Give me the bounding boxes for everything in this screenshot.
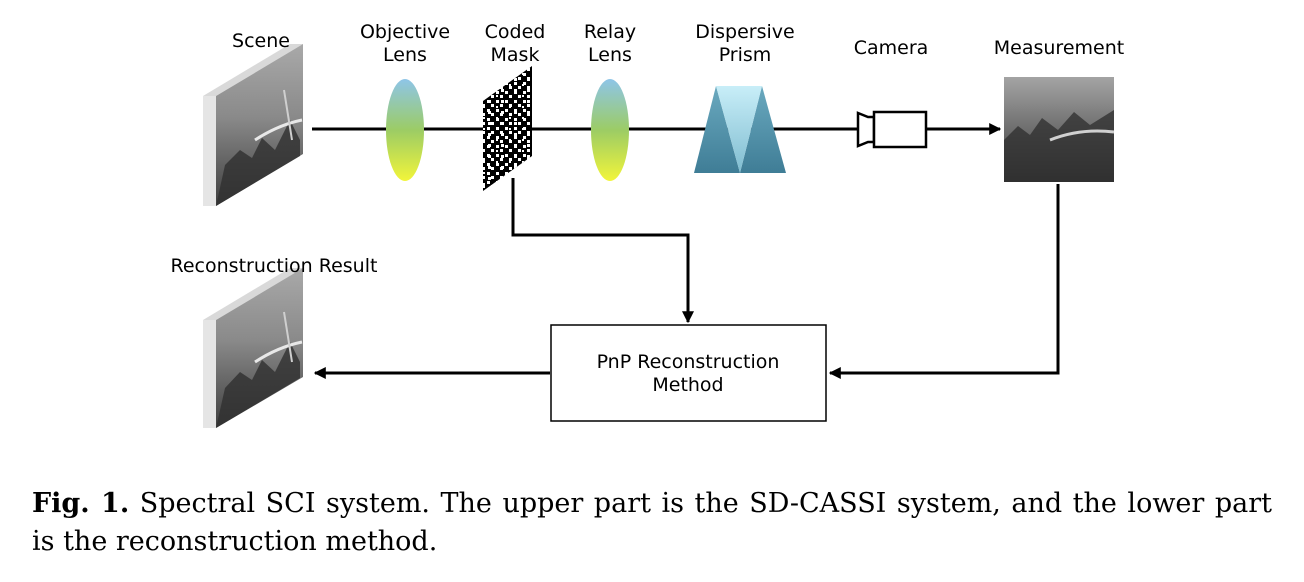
measurement-to-pnp-connector: [828, 184, 1060, 379]
measurement-image: [1004, 77, 1115, 182]
figure-caption: Fig. 1. Spectral SCI system. The upper p…: [32, 485, 1272, 561]
figure-number: Fig. 1.: [32, 488, 130, 519]
objective-lens-label-line-2: Lens: [383, 44, 427, 66]
mask-to-pnp-connector: [511, 178, 694, 324]
reconstruction-result-label: Reconstruction Result: [171, 255, 378, 277]
pnp-label-line-2: Method: [652, 374, 723, 396]
coded-mask-label-line-1: Coded: [485, 21, 546, 43]
caption-text: Spectral SCI system. The upper part is t…: [32, 488, 1272, 557]
relay-lens-label-line-1: Relay: [584, 21, 636, 43]
measurement-label: Measurement: [994, 37, 1124, 59]
coded-mask-label-line-2: Mask: [491, 44, 540, 66]
reconstruction-result-image: [203, 268, 303, 428]
scene-label: Scene: [232, 30, 290, 52]
scene-image: [203, 44, 303, 206]
objective-lens-label-line-1: Objective: [360, 21, 450, 43]
coded-mask: [483, 66, 532, 191]
dispersive-prism: [694, 86, 786, 173]
pnp-reconstruction-box: [550, 324, 827, 422]
objective-lens: [386, 79, 424, 181]
relay-lens: [591, 79, 629, 181]
pnp-label-line-1: PnP Reconstruction: [597, 351, 780, 373]
dispersive-prism-label-line-1: Dispersive: [695, 21, 794, 43]
camera-label: Camera: [854, 37, 929, 59]
sd-cassi-diagram: Scene Objective Lens Coded Mask Relay Le…: [171, 21, 1124, 428]
camera-icon: [856, 110, 928, 149]
relay-lens-label-line-2: Lens: [588, 44, 632, 66]
dispersive-prism-label-line-2: Prism: [719, 44, 772, 66]
